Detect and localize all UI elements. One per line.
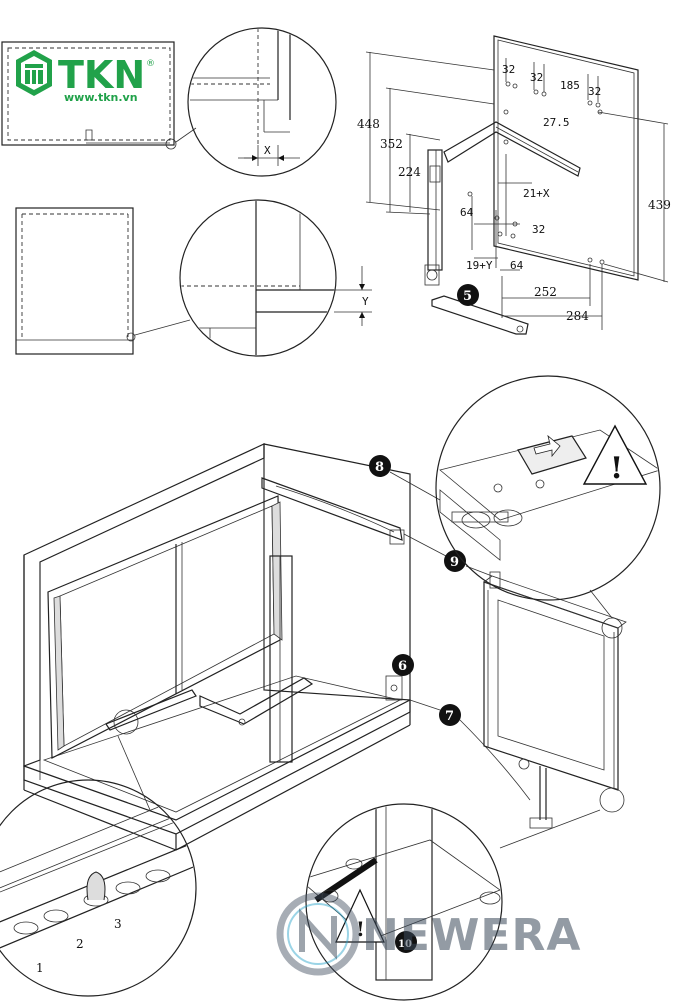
detail-circle-foot: ! [305, 803, 601, 1001]
dim-19-plus-y: 19+Y [466, 259, 493, 272]
door-frame-unit [483, 571, 627, 829]
dim-21-plus-x: 21+X [523, 187, 550, 200]
warning-triangle: ! [582, 424, 648, 486]
hole-label-1: 1 [36, 961, 44, 975]
dim-64b: 64 [510, 259, 524, 272]
step-7-badge: 7 [439, 704, 461, 726]
svg-text:8: 8 [375, 460, 384, 475]
step-6-badge: 6 [392, 654, 414, 676]
detail-circle-pivot [435, 375, 661, 619]
dim-252: 252 [534, 285, 557, 299]
svg-text:10: 10 [398, 939, 412, 950]
drill-holes [467, 81, 605, 265]
dim-x-label: X [264, 144, 271, 157]
dim-448: 448 [357, 117, 380, 131]
dim-284: 284 [566, 309, 589, 323]
dim-439: 439 [648, 198, 671, 212]
swing-arm-mechanism [424, 121, 581, 335]
tkn-url: www.tkn.vn [64, 91, 138, 104]
svg-text:!: ! [356, 917, 365, 941]
dim-32c: 32 [588, 85, 601, 98]
dim-32a: 32 [502, 63, 515, 76]
newera-wordmark: NEWERA [362, 910, 581, 961]
svg-text:®: ® [146, 59, 155, 69]
detail-circle-x: X [187, 27, 337, 177]
dim-32d: 32 [532, 223, 545, 236]
svg-text:5: 5 [463, 289, 472, 304]
step-10-badge: 10 [395, 931, 417, 953]
step-5-badge: 5 [457, 284, 479, 306]
warning-icon: ! [610, 451, 623, 486]
detail-circle-bushing: 1 2 3 [0, 735, 197, 997]
cabinet-top-view [1, 41, 197, 150]
tkn-logo-mark [16, 50, 52, 96]
dim-185: 185 [560, 79, 580, 92]
svg-text:6: 6 [398, 659, 407, 674]
hole-label-3: 3 [114, 917, 122, 931]
svg-text:9: 9 [450, 555, 459, 570]
dim-32b: 32 [530, 71, 543, 84]
cabinet-perspective [23, 443, 411, 851]
hole-label-2: 2 [76, 937, 84, 951]
step-9-badge: 9 [444, 550, 466, 572]
dim-352: 352 [380, 137, 403, 151]
tkn-logo: TKN ® www.tkn.vn [16, 50, 155, 104]
dim-27-5: 27.5 [543, 116, 570, 129]
step-8-badge: 8 [369, 455, 391, 477]
svg-text:7: 7 [445, 709, 454, 724]
detail-circle-y: Y [179, 199, 372, 357]
cabinet-side-view [15, 207, 191, 355]
dim-y-label: Y [362, 295, 369, 308]
newera-watermark: NEWERA [276, 892, 581, 976]
dim-224: 224 [398, 165, 421, 179]
tkn-wordmark: TKN [58, 53, 145, 97]
dimension-lines [365, 51, 669, 330]
dim-64a: 64 [460, 206, 474, 219]
mounting-plate-drawing: 448 352 224 439 32 32 185 32 27.5 21+X 6… [357, 35, 671, 335]
